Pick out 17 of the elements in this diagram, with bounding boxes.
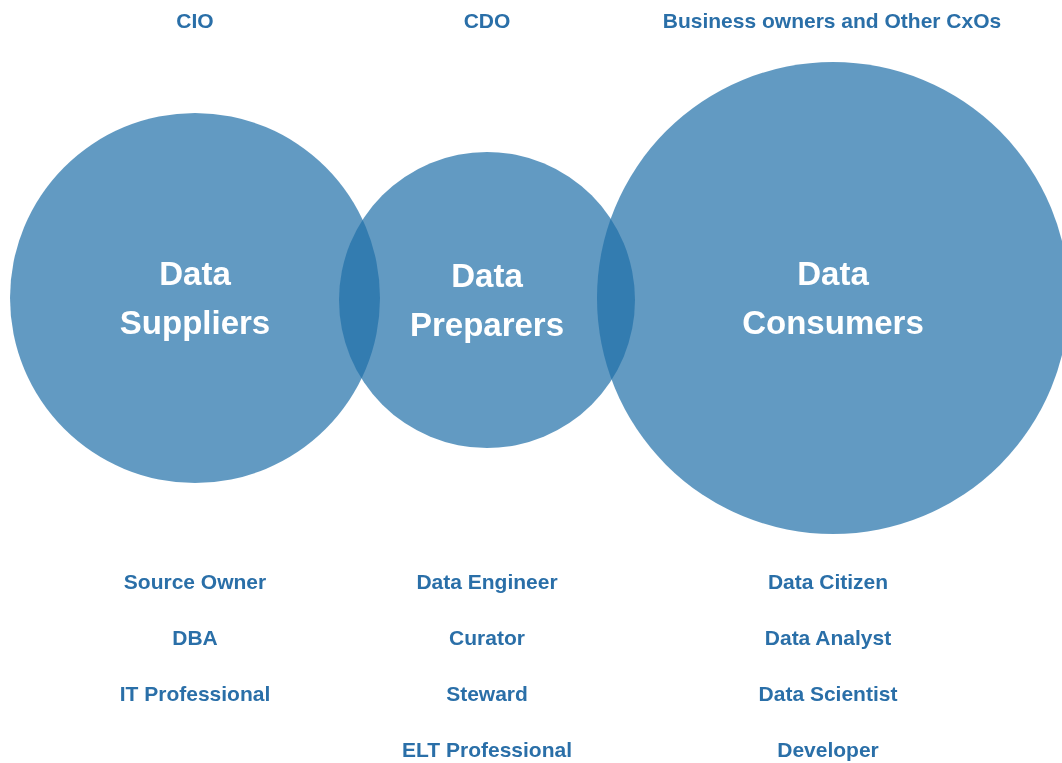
role-name: Curator: [449, 626, 525, 650]
circle-title: Data Consumers: [742, 253, 924, 343]
role-name: Source Owner: [123, 570, 267, 594]
circle-title: Data Suppliers: [119, 253, 271, 343]
role-name: Data Scientist: [758, 682, 898, 706]
role-heading: Business owners and Other CxOs: [662, 9, 1002, 33]
role-name: DBA: [172, 626, 218, 650]
role-name: ELT Professional: [402, 738, 572, 762]
role-name: Steward: [446, 682, 528, 706]
role-name: Developer: [777, 738, 879, 762]
role-name: IT Professional: [119, 682, 271, 706]
role-name: Data Analyst: [764, 626, 892, 650]
role-heading: CDO: [463, 9, 511, 33]
role-name: Data Engineer: [416, 570, 558, 594]
role-heading: CIO: [176, 9, 214, 33]
circle-title: Data Preparers: [409, 255, 565, 345]
role-name: Data Citizen: [767, 570, 889, 594]
